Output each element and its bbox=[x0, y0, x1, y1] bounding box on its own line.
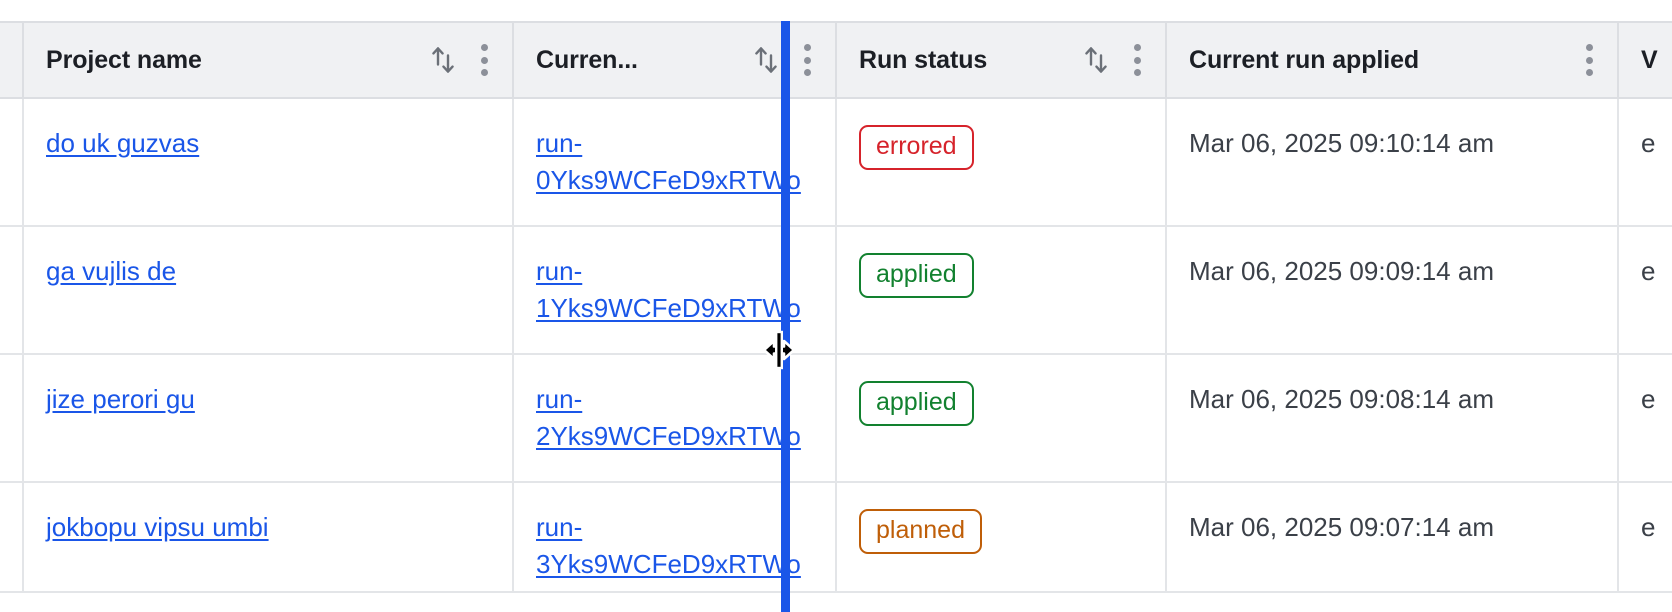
header-row: Project name bbox=[0, 21, 1672, 99]
table-row[interactable]: jokbopu vipsu umbi run-3Yks9WCFeD9xRTWo … bbox=[0, 482, 1672, 593]
cell-run-status: applied bbox=[836, 226, 1167, 355]
cell-next-column: e bbox=[1618, 482, 1672, 593]
row-gutter-cell bbox=[0, 354, 24, 483]
sort-icon[interactable] bbox=[428, 43, 458, 77]
column-header-current-run[interactable]: Curren... bbox=[513, 21, 837, 99]
column-header-label-next-column: V bbox=[1641, 45, 1658, 74]
cell-next-column: e bbox=[1618, 226, 1672, 355]
cell-run-status: errored bbox=[836, 98, 1167, 227]
status-badge: applied bbox=[859, 381, 974, 426]
cell-project-name: do uk guzvas bbox=[23, 98, 514, 227]
cell-current-run: run-0Yks9WCFeD9xRTWo bbox=[513, 98, 837, 227]
table-row[interactable]: jize perori gu run-2Yks9WCFeD9xRTWo appl… bbox=[0, 354, 1672, 483]
sort-icon[interactable] bbox=[751, 43, 781, 77]
status-badge: applied bbox=[859, 253, 974, 298]
cell-project-name: ga vujlis de bbox=[23, 226, 514, 355]
status-badge: errored bbox=[859, 125, 974, 170]
project-name-link[interactable]: jokbopu vipsu umbi bbox=[46, 512, 269, 542]
row-gutter-cell bbox=[0, 482, 24, 593]
current-run-link[interactable]: run-1Yks9WCFeD9xRTWo bbox=[536, 256, 801, 323]
kebab-menu-icon[interactable] bbox=[1133, 44, 1141, 76]
kebab-menu-icon[interactable] bbox=[1585, 44, 1593, 76]
kebab-menu-icon[interactable] bbox=[480, 44, 488, 76]
project-name-link[interactable]: ga vujlis de bbox=[46, 256, 177, 286]
cell-current-run: run-2Yks9WCFeD9xRTWo bbox=[513, 354, 837, 483]
column-header-label-current-run-applied: Current run applied bbox=[1189, 45, 1420, 74]
current-run-link[interactable]: run-2Yks9WCFeD9xRTWo bbox=[536, 384, 801, 451]
cell-next-column: e bbox=[1618, 354, 1672, 483]
projects-table: Project name bbox=[0, 21, 1672, 593]
status-badge: planned bbox=[859, 509, 982, 554]
cell-current-run-applied: Mar 06, 2025 09:08:14 am bbox=[1166, 354, 1619, 483]
cell-project-name: jize perori gu bbox=[23, 354, 514, 483]
kebab-menu-icon[interactable] bbox=[803, 44, 811, 76]
column-header-current-run-applied[interactable]: Current run applied bbox=[1166, 21, 1619, 99]
column-header-gutter bbox=[0, 21, 24, 99]
cell-current-run-applied: Mar 06, 2025 09:09:14 am bbox=[1166, 226, 1619, 355]
cell-current-run-applied: Mar 06, 2025 09:07:14 am bbox=[1166, 482, 1619, 593]
cell-run-status: planned bbox=[836, 482, 1167, 593]
table-body: do uk guzvas run-0Yks9WCFeD9xRTWo errore… bbox=[0, 98, 1672, 593]
table-header: Project name bbox=[0, 21, 1672, 99]
column-header-label-project-name: Project name bbox=[46, 45, 202, 74]
row-gutter-cell bbox=[0, 98, 24, 227]
cell-current-run: run-3Yks9WCFeD9xRTWo bbox=[513, 482, 837, 593]
column-header-next-column[interactable]: V bbox=[1618, 21, 1672, 99]
cell-current-run-applied: Mar 06, 2025 09:10:14 am bbox=[1166, 98, 1619, 227]
column-header-run-status[interactable]: Run status bbox=[836, 21, 1167, 99]
row-gutter-cell bbox=[0, 226, 24, 355]
cell-run-status: applied bbox=[836, 354, 1167, 483]
column-header-label-current-run: Curren... bbox=[536, 45, 638, 74]
column-header-project-name[interactable]: Project name bbox=[23, 21, 514, 99]
current-run-link[interactable]: run-0Yks9WCFeD9xRTWo bbox=[536, 128, 801, 195]
table-row[interactable]: ga vujlis de run-1Yks9WCFeD9xRTWo applie… bbox=[0, 226, 1672, 355]
current-run-link[interactable]: run-3Yks9WCFeD9xRTWo bbox=[536, 512, 801, 579]
cell-current-run: run-1Yks9WCFeD9xRTWo bbox=[513, 226, 837, 355]
cell-next-column: e bbox=[1618, 98, 1672, 227]
project-name-link[interactable]: do uk guzvas bbox=[46, 128, 200, 158]
column-header-label-run-status: Run status bbox=[859, 45, 988, 74]
table-row[interactable]: do uk guzvas run-0Yks9WCFeD9xRTWo errore… bbox=[0, 98, 1672, 227]
cell-project-name: jokbopu vipsu umbi bbox=[23, 482, 514, 593]
project-name-link[interactable]: jize perori gu bbox=[46, 384, 195, 414]
sort-icon[interactable] bbox=[1081, 43, 1111, 77]
